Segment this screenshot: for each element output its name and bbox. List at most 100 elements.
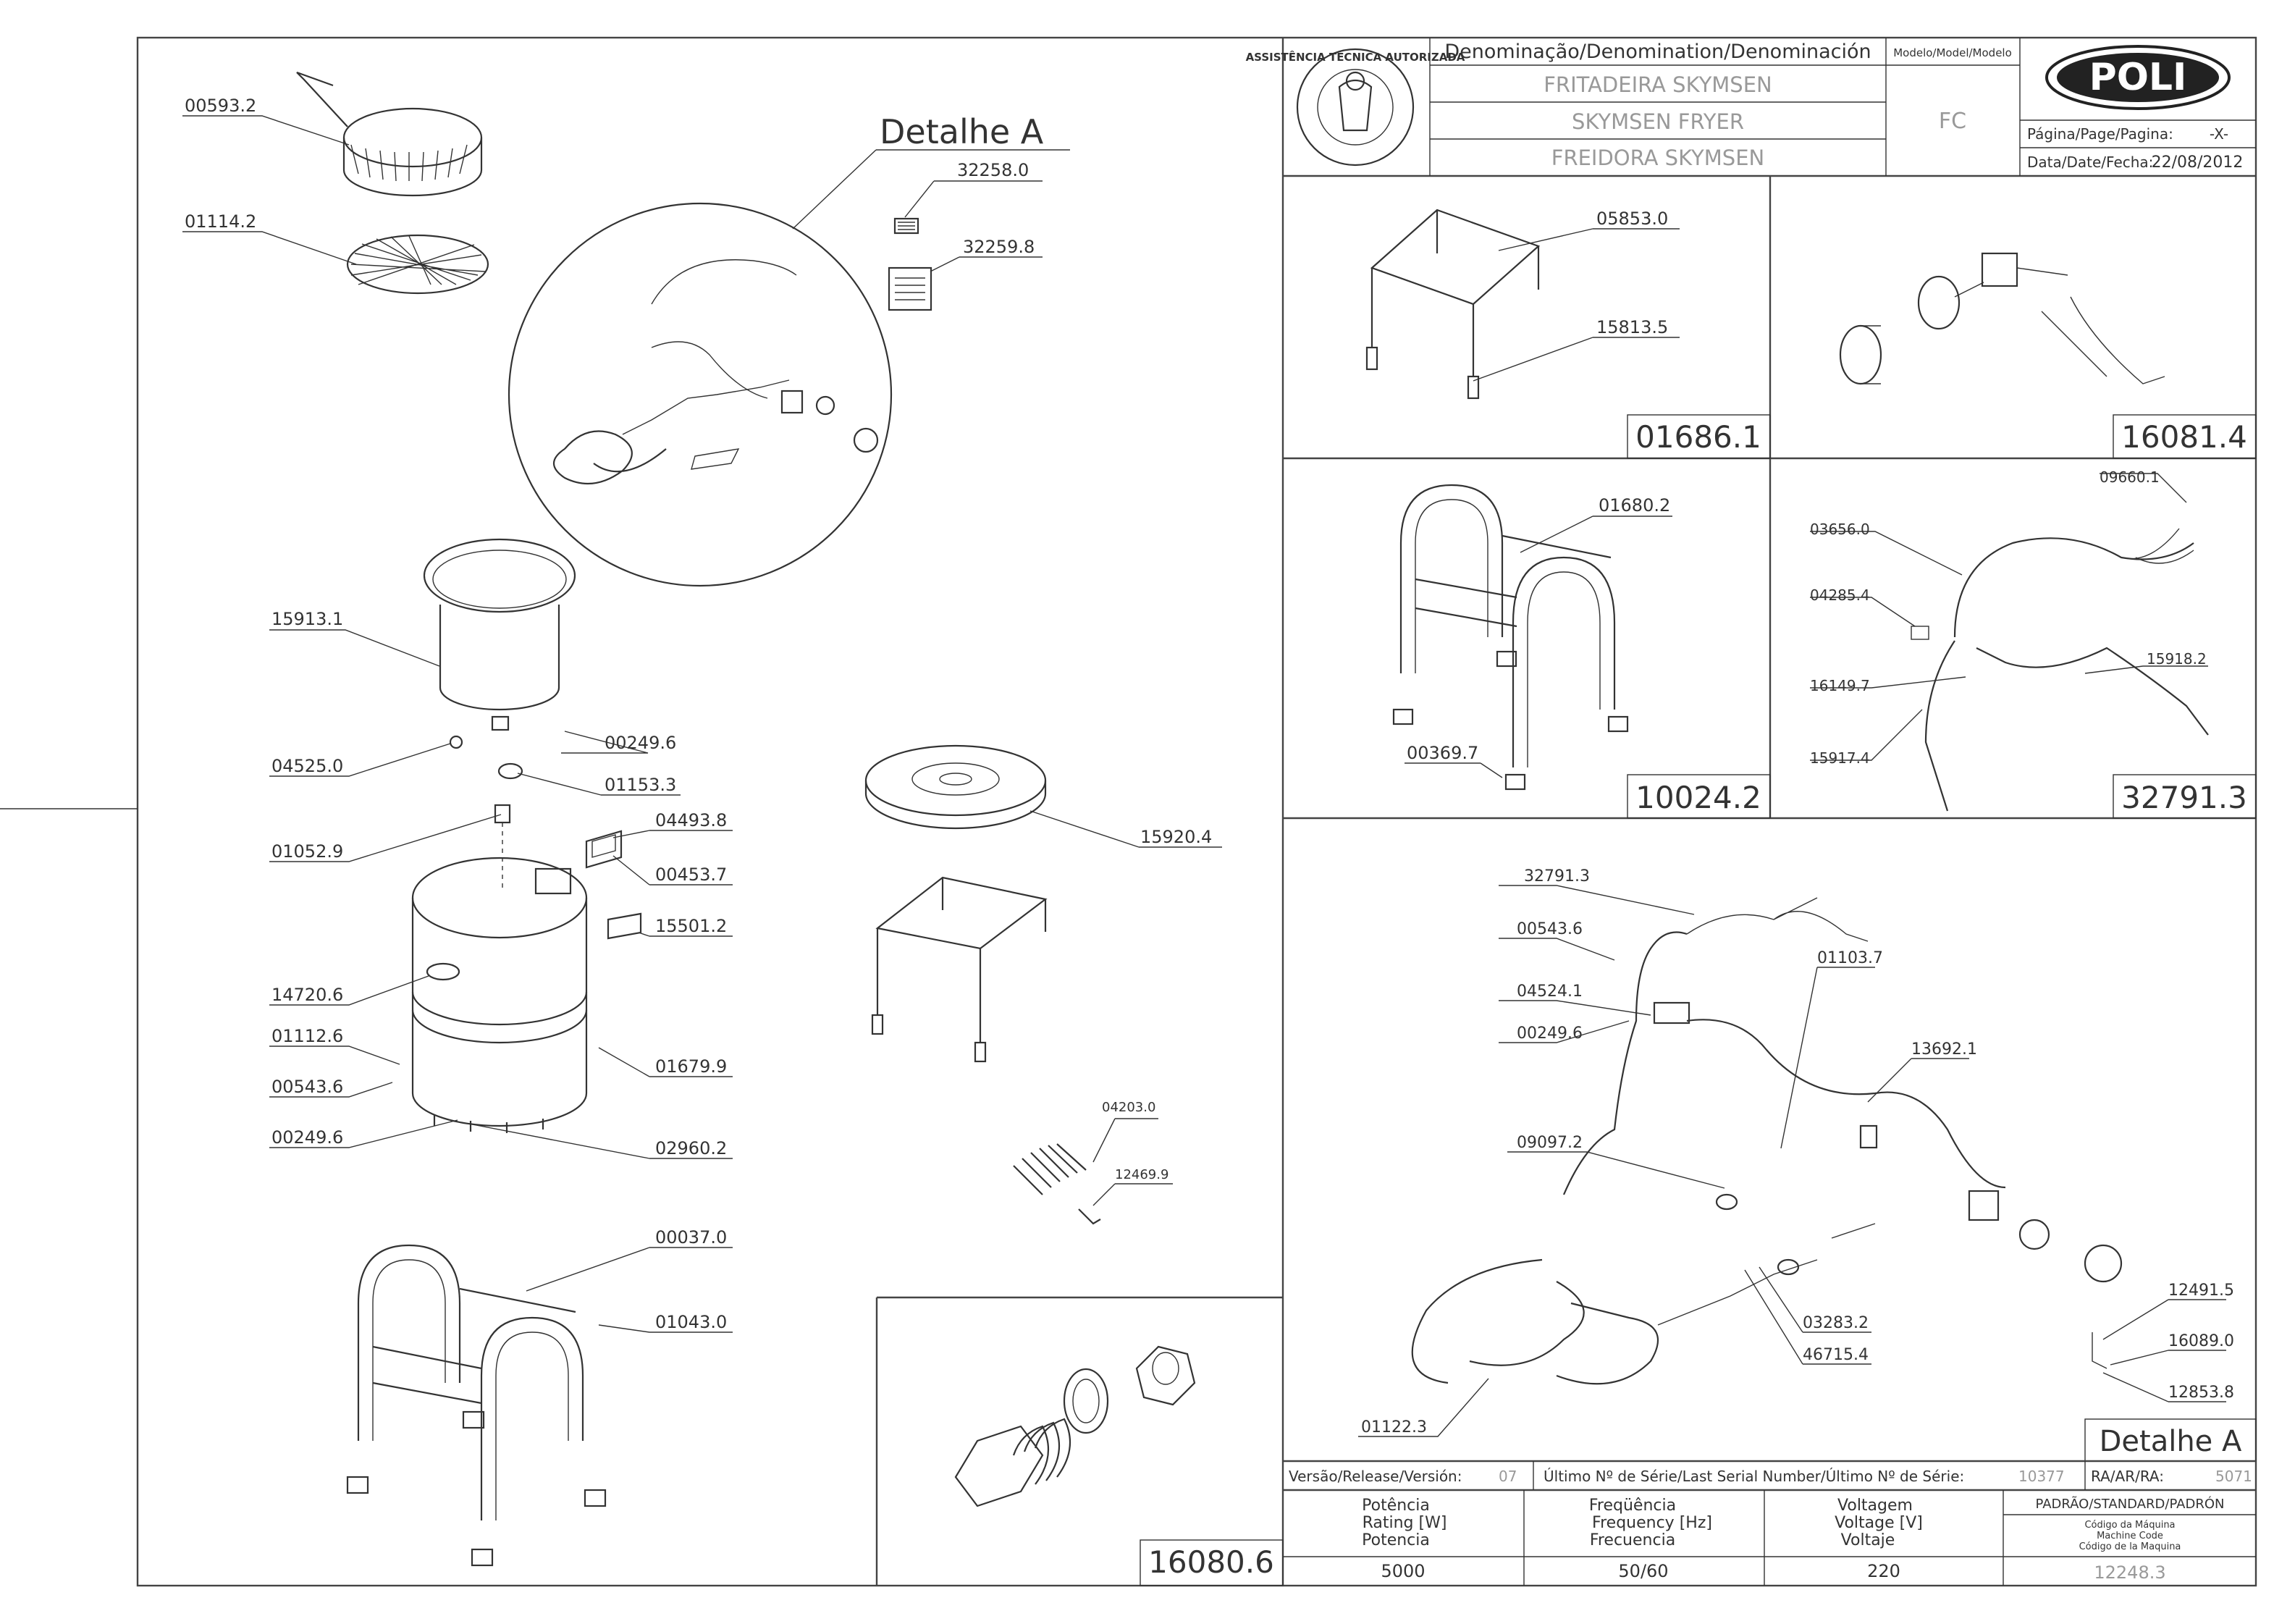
seal-text: ASSISTÊNCIA TÉCNICA AUTORIZADA <box>1246 50 1465 64</box>
part-label: 00543.6 <box>271 1077 343 1097</box>
date-value: 22/08/2012 <box>2152 153 2244 172</box>
panel-label: 15918.2 <box>2147 650 2207 668</box>
frying-basket-drawing <box>296 71 483 197</box>
panel-code: 10024.2 <box>1635 780 1761 815</box>
freq-value: 50/60 <box>1618 1561 1668 1581</box>
panel-code: 32791.3 <box>2121 780 2247 815</box>
cabinet-drawing <box>411 830 642 1133</box>
machine-code-label: Código de la Maquina <box>2079 1541 2181 1552</box>
part-label: 00249.6 <box>605 733 676 753</box>
model-header: Modelo/Model/Modelo <box>1893 46 2012 59</box>
springs-drawing <box>1013 1143 1101 1225</box>
detail-label: 00543.6 <box>1517 920 1583 938</box>
freq-label: Frecuencia <box>1590 1531 1675 1549</box>
nipple-01052 <box>494 804 511 824</box>
part-label: 15501.2 <box>655 916 727 936</box>
detail-a-circle <box>508 202 893 587</box>
authorized-service-seal: ASSISTÊNCIA TÉCNICA AUTORIZADA <box>1246 48 1465 167</box>
mesh-disc-drawing <box>346 234 489 295</box>
fitting-04525 <box>449 735 463 749</box>
part-label: 01043.0 <box>655 1312 727 1332</box>
panel-label: 05853.0 <box>1596 209 1668 229</box>
panel-code: 16080.6 <box>1148 1544 1274 1580</box>
product-name-en: SKYMSEN FRYER <box>1572 109 1744 134</box>
label-32258-icon <box>893 217 919 235</box>
detail-label: 09097.2 <box>1517 1134 1583 1152</box>
panel-10024: 01680.2 00369.7 10024.2 <box>1392 484 1761 815</box>
gasket-01153 <box>497 762 523 780</box>
detail-label: 32791.3 <box>1524 867 1590 885</box>
part-label: 00593.2 <box>185 96 256 116</box>
main-leaders <box>182 115 1222 1333</box>
release-value: 07 <box>1499 1468 1517 1485</box>
detail-a-title: Detalhe A <box>880 112 1044 151</box>
panel-label: 04285.4 <box>1810 586 1870 604</box>
freq-label: Frequency [Hz] <box>1592 1514 1712 1532</box>
date-label: Data/Date/Fecha: <box>2027 153 2153 171</box>
rack-drawing <box>871 876 1048 1063</box>
detail-label: 16089.0 <box>2168 1332 2234 1350</box>
main-part-labels: 00593.2 01114.2 32258.0 32259.8 15913.1 … <box>185 96 1212 1332</box>
part-label: 00249.6 <box>271 1127 343 1148</box>
panel-16081: 16081.4 <box>1839 252 2247 455</box>
detail-label: 01122.3 <box>1361 1418 1427 1436</box>
part-label: 04525.0 <box>271 756 343 776</box>
part-label: 15920.4 <box>1140 827 1212 847</box>
panel-code: 01686.1 <box>1635 419 1761 455</box>
part-label: 01052.9 <box>271 841 343 862</box>
machine-code-value: 12248.3 <box>2094 1562 2165 1583</box>
panel-label: 00369.7 <box>1407 743 1478 763</box>
cover-drawing <box>864 744 1047 830</box>
part-label: 04493.8 <box>655 810 727 830</box>
freq-label: Freqüência <box>1589 1497 1676 1515</box>
power-label: Potencia <box>1362 1531 1430 1549</box>
panel-32791: 09660.1 03656.0 04285.4 15918.2 16149.7 … <box>1810 468 2247 815</box>
page-value: -X- <box>2210 125 2228 143</box>
part-label: 00453.7 <box>655 864 727 885</box>
panel-16080: 16080.6 <box>954 1345 1274 1580</box>
serial-label: Último Nº de Série/Last Serial Number/Úl… <box>1544 1468 1964 1485</box>
detail-panel-title: Detalhe A <box>2100 1425 2242 1458</box>
machine-code-label: Código da Máquina <box>2084 1520 2175 1531</box>
part-label: 01153.3 <box>605 775 676 795</box>
panel-label: 16149.7 <box>1810 677 1870 694</box>
detail-label: 12853.8 <box>2168 1384 2234 1402</box>
stand-drawing <box>346 1244 607 1567</box>
footer-block: Versão/Release/Versión: 07 Último Nº de … <box>1289 1468 2252 1583</box>
oil-tank-drawing <box>423 538 576 731</box>
volt-value: 220 <box>1867 1561 1900 1581</box>
label-32259-icon <box>888 266 932 311</box>
power-label: Potência <box>1362 1497 1430 1515</box>
power-label: Rating [W] <box>1363 1514 1447 1532</box>
product-name-es: FREIDORA SKYMSEN <box>1551 146 1764 170</box>
page-label: Página/Page/Pagina: <box>2027 125 2173 143</box>
panel-label: 09660.1 <box>2100 468 2160 486</box>
part-label: 02960.2 <box>655 1138 727 1158</box>
detail-a-contents <box>552 259 879 485</box>
detail-label: 46715.4 <box>1803 1346 1869 1364</box>
volt-label: Voltagem <box>1837 1497 1913 1515</box>
power-value: 5000 <box>1381 1561 1425 1581</box>
volt-label: Voltaje <box>1841 1531 1895 1549</box>
part-label: 00037.0 <box>655 1227 727 1248</box>
part-label: 01679.9 <box>655 1056 727 1077</box>
part-label: 01114.2 <box>185 211 256 232</box>
poli-logo: POLI <box>2045 45 2231 110</box>
standard-label: PADRÃO/STANDARD/PADRÓN <box>2036 1496 2225 1512</box>
drawing-frame <box>0 36 2257 1587</box>
panel-label: 03656.0 <box>1810 521 1870 538</box>
detail-label: 03283.2 <box>1803 1314 1869 1332</box>
part-label: 32258.0 <box>957 160 1029 180</box>
ra-label: RA/AR/RA: <box>2091 1468 2164 1485</box>
machine-code-label: Machine Code <box>2097 1531 2163 1541</box>
detail-label: 04524.1 <box>1517 983 1583 1001</box>
detail-panel: 32791.3 00543.6 04524.1 00249.6 01103.7 … <box>1358 867 2242 1458</box>
volt-label: Voltage [V] <box>1835 1514 1923 1532</box>
part-label: 04203.0 <box>1102 1100 1155 1115</box>
detail-label: 01103.7 <box>1817 949 1883 967</box>
panel-01686: 05853.0 15813.5 01686.1 <box>1365 209 1761 455</box>
part-label: 01112.6 <box>271 1026 343 1046</box>
detail-label: 12491.5 <box>2168 1282 2234 1300</box>
model-value: FC <box>1939 109 1966 134</box>
